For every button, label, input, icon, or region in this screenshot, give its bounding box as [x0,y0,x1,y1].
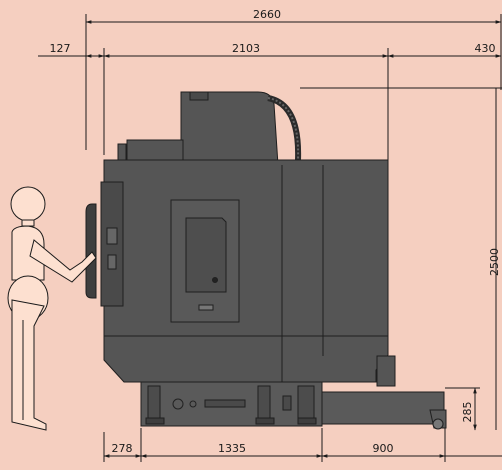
top-small-box [117,143,127,163]
figure-legs [11,299,47,431]
chip-conveyor [321,391,445,425]
label-overall-width: 2660 [253,8,281,21]
machine-base [140,381,447,430]
door-window [185,217,227,293]
main-enclosure [103,159,389,383]
figure-arm [29,239,97,283]
control-pendant [85,203,97,299]
label-front-offset: 127 [50,42,71,55]
label-base-rear: 900 [373,442,394,455]
label-rear-offset: 430 [475,42,496,55]
label-body-width: 2103 [232,42,260,55]
spindle-head [180,91,279,166]
rear-bracket [376,355,396,387]
operator-figure [7,186,97,431]
figure-head [10,186,46,222]
dimension-lines [38,14,502,462]
label-height: 2500 [488,248,501,276]
machine-body [85,91,396,387]
label-front-base: 278 [112,442,133,455]
label-base-middle: 1335 [218,442,246,455]
label-base-height: 285 [461,402,474,423]
figure-torso [11,225,45,281]
dimension-labels: 2660 127 2103 430 2500 285 278 1335 900 [50,8,502,455]
